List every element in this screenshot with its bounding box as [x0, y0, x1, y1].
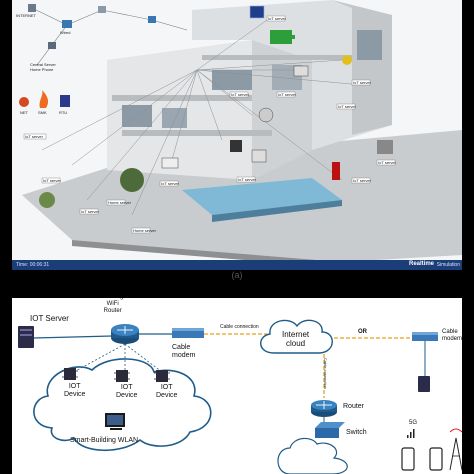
device-label: IoT server: [231, 92, 249, 97]
hazard-label-net: NET: [20, 110, 28, 115]
5g-label: 5G: [409, 420, 418, 426]
left-label-server: Central Server: [30, 62, 56, 67]
device-label: IoT server: [238, 177, 256, 182]
iot-server-label: IOT Server: [30, 314, 69, 323]
device-label: Home server: [133, 228, 156, 233]
device-label: IoT server: [353, 178, 371, 183]
left-label-phone: Home Phone: [30, 67, 54, 72]
iot-device-label-3: IOT Device: [156, 384, 178, 399]
switch-label: Switch: [346, 429, 367, 436]
left-label-internet: INTERNET: [16, 13, 36, 18]
device-label: IoT server: [43, 178, 61, 183]
simulation-toggle[interactable]: Simulation: [436, 262, 460, 268]
network-drawing: [18, 319, 462, 474]
device-label: IoT server: [25, 134, 43, 139]
device-label: IoT server: [353, 80, 371, 85]
iot-device-label-2: IOT Device: [116, 384, 138, 399]
caption-a: (a): [231, 270, 243, 280]
router-title: Building WiFi Router: [102, 298, 123, 314]
device-label: IoT server: [338, 104, 356, 109]
device-label: IoT server: [378, 160, 396, 165]
device-label: IoT server: [268, 16, 286, 21]
device-label: IoT server: [81, 209, 99, 214]
smart-building-3d-scene: IoT server IoT server IoT server IoT ser…: [12, 0, 462, 270]
or-label: OR: [358, 329, 367, 335]
device-label: Home server: [108, 200, 131, 205]
network-diagram: IOT Server Building WiFi Router Cable mo…: [12, 298, 462, 474]
internet-cloud-label: Internet cloud: [282, 330, 310, 348]
hazard-label-smk: SMK: [38, 110, 47, 115]
cable-connection-label: Cable connection: [220, 324, 259, 330]
cable-modem-left: Cable modem: [172, 344, 196, 359]
scene-drawing: [12, 0, 462, 270]
iot-device-label-1: IOT Device: [64, 383, 86, 398]
cable-modem-right: Cable modem: [442, 329, 462, 342]
realtime-toggle[interactable]: Realtime: [408, 261, 434, 267]
left-label-wired: Wired: [60, 30, 71, 35]
wlan-label: Smart-Building WLAN: [70, 437, 139, 444]
router-label: Router: [343, 403, 365, 410]
device-label: IoT server: [161, 181, 179, 186]
cable-connection-vertical: Cable connection: [323, 358, 328, 389]
status-time: Time: 00:06:31: [16, 262, 50, 268]
device-label: IoT server: [278, 92, 296, 97]
hazard-label-rtu: RTU: [59, 110, 68, 115]
simulator-status-bar: Time: 00:06:31 Realtime Simulation: [12, 260, 462, 270]
